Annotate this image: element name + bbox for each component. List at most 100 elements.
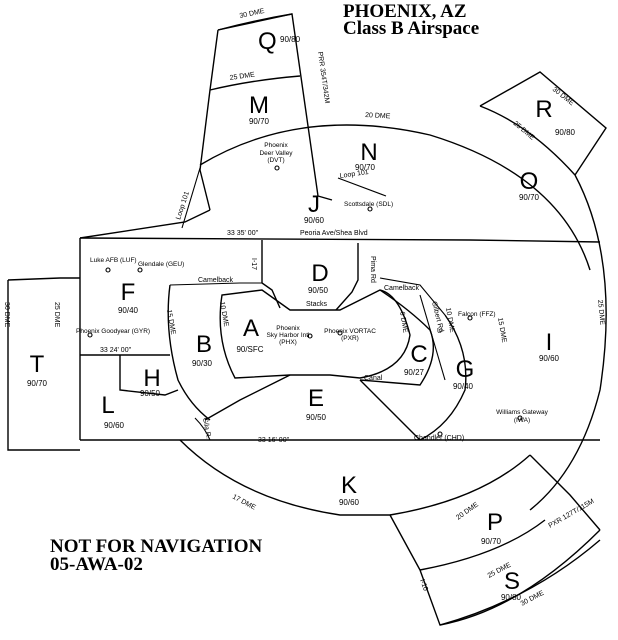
area-s-alt: 90/80 <box>501 593 522 602</box>
apt-dvt-line2: Deer Valley <box>259 150 293 157</box>
dme17-arc <box>179 439 421 571</box>
area-k-letter: K <box>341 472 357 499</box>
area-l-alt: 90/60 <box>104 421 125 430</box>
label-peoria: Peoria Ave/Shea Blvd <box>300 230 368 237</box>
label-dme25-r: 25 DME <box>512 120 536 142</box>
dme30-arc-s <box>439 539 601 626</box>
area-e-alt: 90/50 <box>306 413 327 422</box>
label-canal: Canal <box>364 375 383 382</box>
area-o-letter: O <box>520 168 539 195</box>
dme30-arc-q <box>217 13 293 31</box>
label-i17-n: I-17 <box>250 258 257 270</box>
area-h-letter: H <box>143 365 160 392</box>
area-c-alt: 90/27 <box>404 368 425 377</box>
label-dme15-w: 15 DME <box>165 309 176 335</box>
area-i-letter: I <box>546 329 553 356</box>
lat-line-top-left <box>79 209 211 239</box>
label-i10-s: I-10 <box>418 578 429 592</box>
label-dme25-top: 25 DME <box>229 71 255 81</box>
footer-not-for-navigation: NOT FOR NAVIGATION <box>50 536 262 557</box>
apt-phx-line1: Phoenix <box>276 325 300 332</box>
boundary-west <box>7 238 81 451</box>
area-b-letter: B <box>196 331 212 358</box>
footer-code: 05-AWA-02 <box>50 554 143 575</box>
lat-line-3335 <box>79 237 601 243</box>
label-prr: PRR 354T/342M <box>316 51 330 104</box>
area-c-letter: C <box>410 341 427 368</box>
dme25-arc-east <box>529 174 607 511</box>
area-d-letter: D <box>311 260 328 287</box>
apt-luf: Luke AFB (LUF) <box>90 257 137 264</box>
label-lat-3324: 33 24' 00" <box>100 347 132 354</box>
area-l-letter: L <box>101 392 114 419</box>
area-b-alt: 90/30 <box>192 359 213 368</box>
label-dme30-top: 30 DME <box>239 8 266 20</box>
area-t-letter: T <box>30 351 45 378</box>
area-n-letter: N <box>360 139 377 166</box>
area-r-alt: 90/80 <box>555 128 576 137</box>
apt-dvt-line1: Phoenix <box>264 142 288 149</box>
area-j-alt: 90/60 <box>304 216 325 225</box>
label-u: U <box>437 328 442 335</box>
label-dme20-p: 20 DME <box>455 501 480 521</box>
area-g-letter: G <box>456 356 475 383</box>
apt-pxr-line1: Phoenix VORTAC <box>324 328 376 335</box>
label-lat-3316: 33 16' 00" <box>258 437 290 444</box>
area-m-letter: M <box>249 92 269 119</box>
dme25-arc-r <box>479 105 576 176</box>
label-dme25-e: 25 DME <box>596 299 606 325</box>
camelback-road <box>169 277 446 316</box>
gilbert-road <box>419 294 446 381</box>
boundary-h <box>119 355 179 396</box>
area-s-letter: S <box>504 568 520 595</box>
boundary-r <box>479 71 607 176</box>
area-j-letter: J <box>308 191 320 218</box>
airport-markers <box>87 165 523 437</box>
label-lat-3335: 33 35' 00" <box>227 230 259 237</box>
boundary-p <box>419 454 601 571</box>
area-r-letter: R <box>535 96 552 123</box>
title-city: PHOENIX, AZ <box>343 1 467 22</box>
label-dme25-w: 25 DME <box>53 302 60 328</box>
apt-phx-line3: (PHX) <box>279 339 297 346</box>
label-pima: Pima Rd <box>369 256 376 283</box>
apt-phx-line2: Sky Harbor Intl <box>267 332 311 339</box>
area-d-alt: 90/50 <box>308 286 329 295</box>
apt-pxr-line2: (PXR) <box>341 335 359 342</box>
title-subtitle: Class B Airspace <box>343 18 479 39</box>
boundary-e <box>204 374 421 441</box>
label-chandler: Chandler (CHD) <box>414 435 464 442</box>
apt-dvt-line3: (DVT) <box>267 157 284 164</box>
label-dme6: 6 DME <box>398 311 409 334</box>
dme15-ring <box>167 284 467 441</box>
apt-ffz: Falcon (FFZ) <box>458 311 496 318</box>
boundary-a <box>219 289 411 379</box>
label-dme20-n: 20 DME <box>365 112 391 120</box>
area-e-letter: E <box>308 385 324 412</box>
area-n-alt: 90/70 <box>355 163 376 172</box>
label-dme15-e: 15 DME <box>496 317 507 343</box>
boundary-q <box>199 13 333 211</box>
area-k-alt: 90/60 <box>339 498 360 507</box>
boundary-d <box>261 240 359 311</box>
area-a-letter: A <box>243 315 259 342</box>
apt-iwa-line1: Williams Gateway <box>496 409 548 416</box>
area-m-alt: 90/70 <box>249 117 270 126</box>
area-t-alt: 90/70 <box>27 379 48 388</box>
dme20-arc <box>199 124 591 271</box>
apt-geu: Glendale (GEU) <box>138 261 184 268</box>
label-dme10-e: 10 DME <box>444 307 455 333</box>
label-camelback-w: Camelback <box>198 277 234 284</box>
area-f-letter: F <box>121 279 136 306</box>
area-o-alt: 90/70 <box>519 193 540 202</box>
label-dme30-r: 30 DME <box>551 86 575 107</box>
gila-river <box>194 417 211 441</box>
label-gila: Gila R. <box>201 417 212 439</box>
area-a-alt: 90/SFC <box>236 345 263 354</box>
area-g-alt: 90/40 <box>453 382 474 391</box>
area-h-alt: 90/50 <box>140 389 161 398</box>
label-dme17: 17 DME <box>231 494 257 512</box>
apt-iwa-line2: (IWA) <box>514 417 530 424</box>
